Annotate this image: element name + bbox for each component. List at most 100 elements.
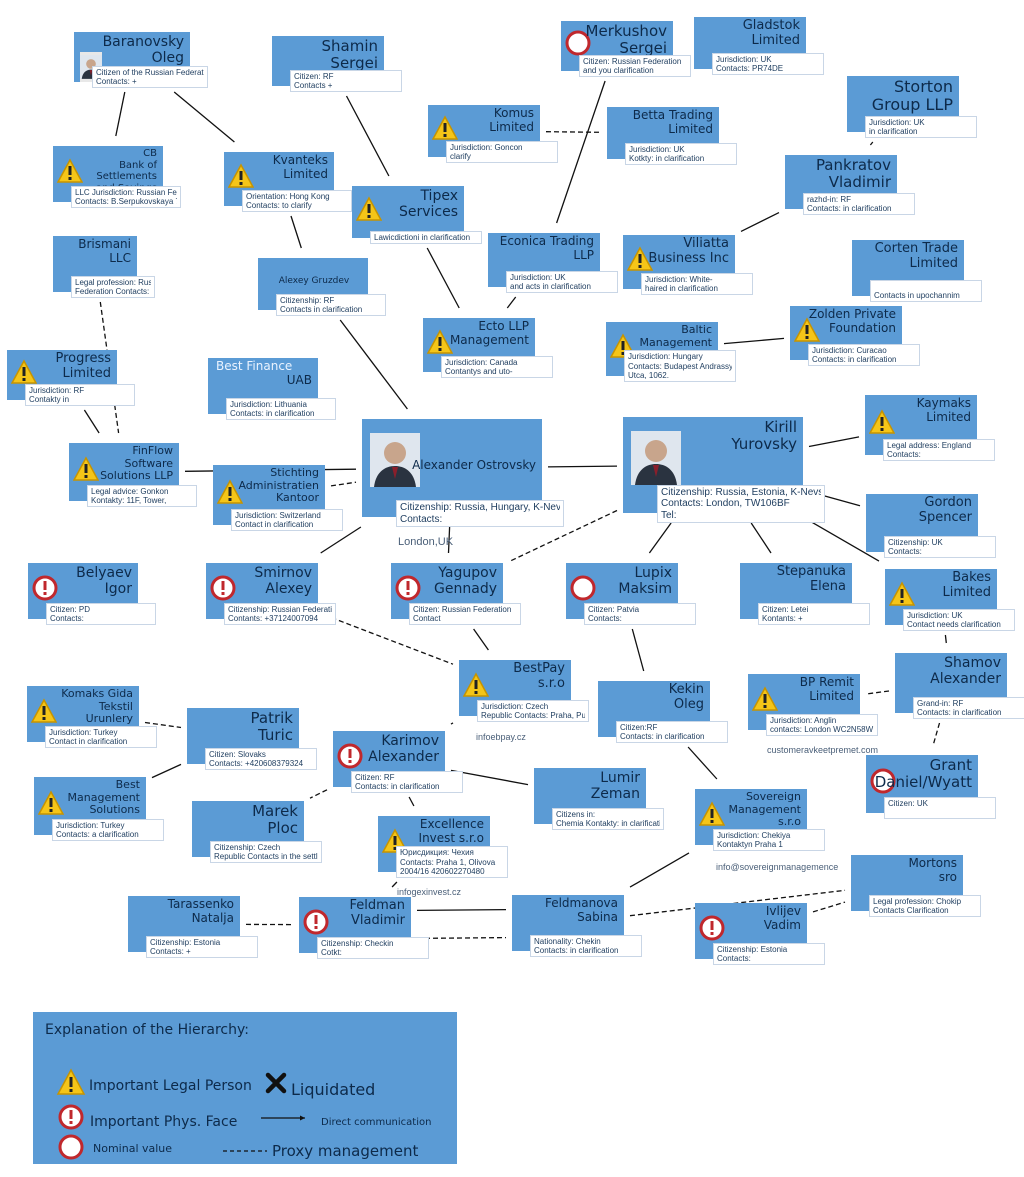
node-info-line: Citizenship: Russia, Hungary, K-Nevs	[400, 502, 560, 513]
warning-triangle-icon	[228, 163, 254, 188]
node-title-line: Gennady	[434, 581, 497, 598]
node-info-line: Contacts: in clarification	[534, 945, 619, 955]
warning-triangle-icon	[794, 317, 820, 342]
node-title-line: Bank of Settlements	[96, 159, 157, 183]
node-info-line	[888, 808, 992, 817]
node-title-line: Vladimir	[351, 912, 405, 928]
node-title-line: Econica Trading	[499, 234, 594, 248]
node-info-line: Orientation: Hong Kong	[246, 191, 330, 201]
node-title-line: Alexander Ostrovsky	[412, 458, 536, 472]
node-info-line: Legal address: England	[887, 440, 972, 450]
node-info-line: Federation Contacts: to clari	[75, 286, 151, 296]
link-bestpay-karimov	[450, 722, 454, 725]
node-extra-text: info@sovereignmanagemence	[716, 862, 839, 872]
node-title-line: Grant	[929, 756, 972, 774]
node-info-line: haired in clarification	[645, 283, 718, 293]
node-info-line: Jurisdiction: White-	[645, 274, 713, 284]
exclamation-circle-icon	[337, 743, 363, 769]
node-title-line: Shamov	[944, 655, 1001, 671]
node-title-line: Tarassenko	[167, 897, 234, 911]
node-info-line: Contacts: London, TW106BF	[661, 498, 790, 509]
link-baranovsky-cb_bank	[115, 91, 126, 137]
warning-triangle-icon	[889, 581, 915, 606]
link-kvanteks-gruzdev	[290, 215, 302, 249]
node-title-line: Stichting	[270, 466, 319, 479]
link-yurovsky-lupix	[648, 522, 672, 554]
node-info-line: Contacts: in clarification	[620, 731, 705, 741]
node-info-line: Citizen: Russian Federation	[583, 56, 682, 66]
node-title-line: Marek	[252, 802, 298, 820]
node-title-line: Limited	[283, 166, 328, 181]
node-info-line: LLC Jurisdiction: Russian Federation	[75, 187, 177, 197]
node-title-line: Betta Trading	[632, 108, 713, 122]
node-title-line: Solutions	[89, 803, 140, 817]
node-title-line: Belyaev	[76, 565, 132, 581]
node-title-line: Kantoor	[275, 491, 319, 505]
node-info-line: Contacts: in clarification	[230, 408, 315, 418]
legend-phys-face-label: Important Phys. Face	[90, 1114, 238, 1130]
node-info-line: Citizen: UK	[888, 798, 929, 808]
node-info: Citizen of the Russian Federation, Mosco…	[92, 65, 208, 88]
node-title-line: Business Inc	[648, 250, 729, 266]
node-title-line: Ecto LLP	[478, 319, 529, 333]
link-storton-pankratov	[869, 141, 874, 146]
link-karimov-marek	[309, 789, 328, 799]
legend-nominal-icon	[58, 1134, 84, 1160]
legend: Explanation of the Hierarchy: Important …	[33, 1012, 457, 1164]
node-info-line: Citizen: Russian Federation	[413, 604, 512, 614]
node-title-line: Mortons	[908, 856, 957, 870]
node-info-line	[874, 282, 978, 291]
node-info-line: Citizenship: RF	[280, 295, 335, 305]
node-info-line: Jurisdiction: Hungary	[628, 352, 703, 362]
node-info-line: Citizen: Letei	[762, 604, 809, 614]
node-info-line: Юрисдикция: Чехия	[400, 848, 474, 858]
link-zolden-baltic	[723, 337, 785, 345]
link-kekin-sovereign	[687, 746, 718, 780]
warning-triangle-icon	[752, 686, 778, 711]
warning-triangle-icon	[699, 801, 725, 826]
link-econica-ecto	[506, 296, 517, 309]
node-title-line: LLP	[573, 247, 594, 262]
legend-warn-icon	[56, 1068, 86, 1095]
legend-liquidated-label: Liquidated	[291, 1080, 376, 1099]
node-extra-text: customeravkeetpremet.com	[767, 745, 879, 755]
link-pankratov-viliatta	[740, 212, 780, 232]
node-title-line: Stepanuka	[776, 564, 846, 579]
node-info-line: Contacts: Budapest Andrassy	[628, 361, 732, 371]
node-info-line: Republic Contacts in the settlement	[214, 851, 318, 861]
